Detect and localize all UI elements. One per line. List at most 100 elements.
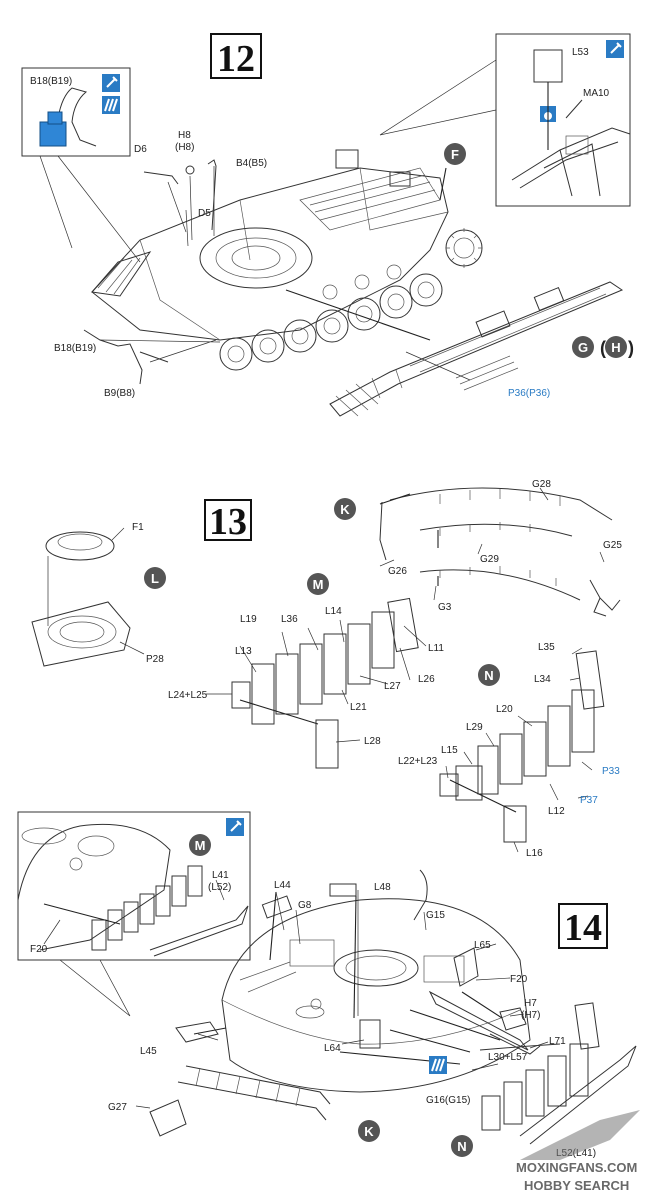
- side-skirt-part: [329, 281, 624, 417]
- label-l22-l23: L22+L23: [398, 756, 438, 767]
- label-l21: L21: [350, 702, 367, 713]
- step-12-number-box: [210, 33, 262, 79]
- label-l34: L34: [534, 674, 551, 685]
- label-l19: L19: [240, 614, 257, 625]
- inset-right-box: [565, 135, 589, 155]
- n-basket-step14: [481, 1002, 637, 1145]
- watermark-logo-shape: [520, 1110, 640, 1160]
- turret-drawing: [221, 883, 541, 1093]
- g15-part: [413, 869, 428, 921]
- step-14: 14 M L41 (L52) F20: [17, 811, 637, 1159]
- l71-part: [479, 1043, 561, 1051]
- watermark-brand-part-a: HO: [524, 1178, 544, 1193]
- bubble-n: N: [478, 664, 500, 686]
- label-g16: G16(G15): [426, 1095, 470, 1106]
- detail-inset-l53: [495, 33, 631, 207]
- label-b18-b19-top: B18(B19): [30, 76, 72, 87]
- label-f1: F1: [132, 522, 144, 533]
- label-l16: L16: [526, 848, 543, 859]
- inset-right-leader: [379, 59, 497, 136]
- paint-icon: [102, 96, 120, 114]
- d6-part: [143, 171, 179, 185]
- label-p36: P36(P36): [508, 388, 550, 399]
- step-12-number: 12: [217, 38, 255, 80]
- label-g26: G26: [388, 566, 407, 577]
- bubble-m-inset: M: [189, 834, 211, 856]
- bubble-g: G: [572, 336, 594, 358]
- label-d5: D5: [198, 208, 211, 219]
- label-l14: L14: [325, 606, 342, 617]
- label-g27: G27: [108, 1102, 127, 1113]
- b18-highlight-part: [39, 121, 67, 147]
- label-l12: L12: [548, 806, 565, 817]
- label-p37: P37: [580, 795, 598, 806]
- arrow-skirt: [285, 289, 431, 341]
- inset-leader-lines: [39, 155, 141, 263]
- n-basket-panels: [439, 650, 605, 843]
- h7-part: [499, 1007, 527, 1031]
- label-l30-l57: L30+L57: [488, 1052, 528, 1063]
- arrow-f-sprocket: [439, 167, 447, 201]
- label-l65: L65: [474, 940, 491, 951]
- svg-text:M: M: [195, 838, 206, 853]
- label-g29: G29: [480, 554, 499, 565]
- label-p33: P33: [602, 766, 620, 777]
- label-f20-right: F20: [510, 974, 528, 985]
- paint-icon: [429, 1056, 447, 1074]
- bubble-f: F: [444, 143, 466, 165]
- label-l20: L20: [496, 704, 513, 715]
- label-l13: L13: [235, 646, 252, 657]
- p28-part: [31, 601, 131, 667]
- label-l45: L45: [140, 1046, 157, 1057]
- label-l26: L26: [418, 674, 435, 685]
- label-ma10: MA10: [583, 88, 610, 99]
- bubble-m: M: [307, 573, 329, 595]
- label-l71: L71: [549, 1036, 566, 1047]
- b4-b5-part: [207, 159, 217, 231]
- step-13-number: 13: [209, 501, 247, 543]
- label-l44: L44: [274, 880, 291, 891]
- b18-highlight-part-top: [47, 111, 63, 125]
- label-h7-alt: (H7): [521, 1010, 540, 1021]
- l64-part: [359, 1019, 381, 1049]
- label-b4-b5: B4(B5): [236, 158, 267, 169]
- bubble-h: ( H ): [600, 336, 634, 358]
- step-12: 12 B18(B19) L53 MA10: [21, 33, 634, 417]
- f1-part: [45, 531, 115, 561]
- svg-text:N: N: [484, 668, 493, 683]
- glue-icon: [226, 818, 244, 836]
- watermark-brand: HOBBY SEARCH: [524, 1178, 629, 1193]
- label-l27: L27: [384, 681, 401, 692]
- hull-assembly-drawing: [91, 149, 483, 371]
- h8-part: [185, 165, 195, 175]
- step-13: 13 F1 P28 L M: [31, 479, 622, 859]
- label-l15: L15: [441, 745, 458, 756]
- watermark-brand-part-b: BBY: [544, 1178, 572, 1193]
- glue-icon: [102, 74, 120, 92]
- l65-part: [453, 947, 479, 987]
- svg-text:K: K: [340, 502, 350, 517]
- label-b9-b8: B9(B8): [104, 388, 135, 399]
- svg-text:L: L: [151, 571, 159, 586]
- label-p28: P28: [146, 654, 164, 665]
- inset-basket-leader: [59, 959, 131, 1017]
- label-l36: L36: [281, 614, 298, 625]
- label-g25: G25: [603, 540, 622, 551]
- label-l48: L48: [374, 882, 391, 893]
- label-l11: L11: [428, 643, 444, 654]
- watermark-site: MOXINGFANS.COM: [516, 1160, 637, 1175]
- label-g8: G8: [298, 900, 312, 911]
- ma10-part: [565, 99, 583, 119]
- label-l53: L53: [572, 47, 589, 58]
- l45-part: [175, 1021, 219, 1043]
- label-f20-left: F20: [30, 944, 48, 955]
- inset-right-hull: [511, 127, 631, 197]
- m-basket-panels: [231, 597, 419, 769]
- step-13-number-box: [204, 499, 252, 541]
- label-h8: H8: [178, 130, 191, 141]
- label-l29: L29: [466, 722, 483, 733]
- k-rail-parts: [379, 487, 621, 617]
- glue-icon: [606, 40, 624, 58]
- label-l41: L41: [212, 870, 229, 881]
